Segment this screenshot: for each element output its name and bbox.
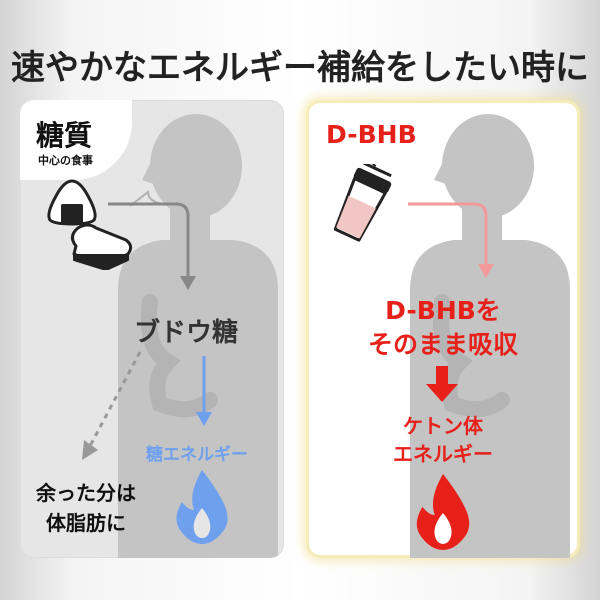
carb-label: 糖質 bbox=[36, 119, 93, 152]
absorb-line-1: D-BHBを bbox=[385, 296, 501, 325]
excess-line-2: 体脂肪に bbox=[46, 511, 126, 535]
absorb-line-2: そのまま吸収 bbox=[367, 330, 518, 359]
body-silhouette bbox=[118, 114, 278, 558]
ketone-energy-label: ケトン体 エネルギー bbox=[306, 412, 580, 468]
direct-absorption-label: D-BHBを そのまま吸収 bbox=[306, 294, 580, 362]
carb-diet-panel: 糖質 中心の食事 ブドウ糖 糖エネルギー 余った分は 体脂肪に bbox=[20, 100, 284, 558]
blue-flame-icon bbox=[176, 470, 228, 544]
shaker-bottle-icon bbox=[333, 164, 392, 242]
excess-line-1: 余った分は bbox=[36, 481, 136, 505]
dbhb-panel: D-BHB D-BHBを そのまま吸収 ケトン体 エネルギー bbox=[306, 100, 580, 558]
down-arrow-icon bbox=[426, 366, 458, 402]
bread-icon bbox=[71, 223, 133, 270]
rice-ball-icon bbox=[47, 179, 97, 226]
absorption-arrows bbox=[408, 202, 494, 402]
glucose-label: ブドウ糖 bbox=[134, 318, 239, 348]
ketone-line-1: ケトン体 bbox=[403, 414, 483, 438]
ketone-line-2: エネルギー bbox=[393, 442, 493, 466]
carb-sublabel: 中心の食事 bbox=[38, 154, 93, 167]
digestion-arrows bbox=[82, 202, 212, 460]
page-title: 速やかなエネルギー補給をしたい時に bbox=[11, 48, 589, 88]
excess-to-fat-label: 余った分は 体脂肪に bbox=[24, 478, 148, 538]
red-flame-icon bbox=[416, 474, 470, 550]
glucose-energy-label: 糖エネルギー bbox=[146, 445, 248, 465]
body-silhouette bbox=[410, 114, 570, 558]
dbhb-product-label: D-BHB bbox=[326, 120, 417, 149]
